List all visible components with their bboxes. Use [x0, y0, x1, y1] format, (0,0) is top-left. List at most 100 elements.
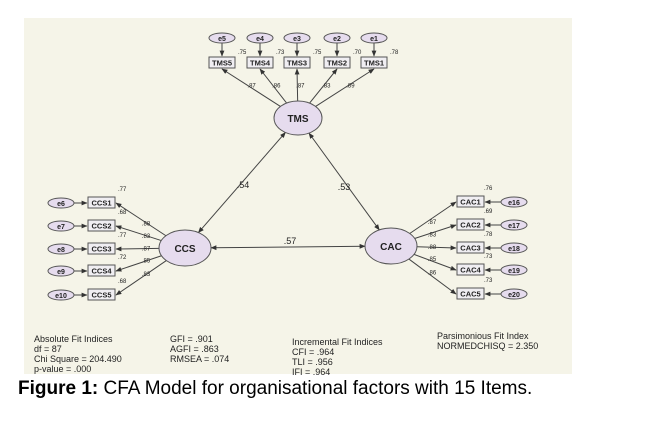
item-label-CAC5: CAC5	[460, 290, 480, 299]
r2-TMS4: .73	[276, 50, 285, 56]
item-TMS5	[208, 56, 236, 69]
load-CAC4: .85	[428, 257, 437, 263]
error-label-e17: e17	[508, 223, 520, 230]
loading-CCS-CCS3	[115, 246, 160, 252]
incremental-fit-heading: Incremental Fit Indices	[292, 337, 383, 347]
r2-CAC4: .73	[484, 254, 493, 260]
absolute-fit-indices: Absolute Fit Indices df = 87 Chi Square …	[34, 334, 122, 374]
item-CCS1	[87, 196, 116, 209]
correlation-TMS-CAC	[308, 132, 380, 231]
rmsea-value: RMSEA = .074	[170, 354, 230, 364]
loading-TMS-TMS3	[294, 68, 300, 102]
item-TMS3	[283, 56, 311, 69]
error-label-e2: e2	[333, 36, 341, 43]
loading-TMS-TMS1	[315, 68, 375, 107]
error-e10	[47, 289, 75, 301]
load-CAC5: .86	[428, 270, 437, 276]
error-e18	[500, 242, 528, 254]
loading-CCS-CCS4	[115, 255, 162, 272]
chi-square-value: Chi Square = 204.490	[34, 354, 122, 364]
cfi-value: CFI = .964	[292, 347, 335, 357]
item-CAC4	[456, 263, 485, 276]
item-label-CCS4: CCS4	[91, 267, 112, 276]
parsimonious-fit-heading: Parsimonious Fit Index	[437, 331, 529, 341]
error-label-e6: e6	[57, 201, 65, 208]
item-label-CCS1: CCS1	[91, 199, 111, 208]
r2-CCS1: .77	[118, 187, 127, 193]
loading-TMS-TMS2	[309, 68, 338, 104]
item-TMS1	[360, 56, 388, 69]
error-label-e16: e16	[508, 200, 520, 207]
error-e7	[47, 220, 75, 232]
loading-CCS-CCS1	[115, 202, 167, 237]
correlation-label-CCS-CAC: .57	[284, 236, 297, 246]
factor-label-CAC: CAC	[380, 242, 402, 253]
r2-CAC3: .78	[484, 232, 493, 238]
p-value: p-value = .000	[34, 364, 92, 374]
load-CCS2: .83	[142, 234, 151, 240]
item-TMS4	[246, 56, 274, 69]
item-CCS3	[87, 242, 116, 255]
error-e16	[500, 196, 528, 208]
error-e6	[47, 197, 75, 209]
item-CCS5	[87, 288, 116, 301]
r2-CCS5: .68	[118, 279, 127, 285]
error-label-e8: e8	[57, 247, 65, 254]
load-CAC3: .88	[428, 245, 437, 251]
error-e1	[360, 32, 388, 44]
r2-CCS3: .77	[118, 233, 127, 239]
error-e17	[500, 219, 528, 231]
item-CAC1	[456, 195, 485, 208]
item-TMS2	[323, 56, 351, 69]
other-fit-indices: GFI = .901 AGFI = .863 RMSEA = .074	[170, 334, 229, 364]
load-TMS5: .87	[247, 84, 256, 90]
error-label-e1: e1	[370, 36, 378, 43]
error-label-e5: e5	[218, 36, 226, 43]
loading-CAC-CAC5	[408, 258, 457, 295]
loading-CAC-CAC2	[414, 224, 457, 239]
r2-CCS2: .68	[118, 210, 127, 216]
item-label-CAC1: CAC1	[460, 198, 480, 207]
item-label-TMS4: TMS4	[250, 59, 271, 68]
item-label-CCS5: CCS5	[91, 291, 111, 300]
ifi-value: IFI = .964	[292, 367, 331, 377]
error-label-e20: e20	[508, 292, 520, 299]
factor-label-CCS: CCS	[174, 244, 195, 255]
item-label-TMS2: TMS2	[327, 59, 347, 68]
error-label-e9: e9	[57, 269, 65, 276]
correlation-label-TMS-CAC: .53	[338, 182, 351, 192]
r2-CCS4: .72	[118, 255, 127, 261]
gfi-value: GFI = .901	[170, 334, 213, 344]
load-CAC1: .87	[428, 220, 437, 226]
loading-CCS-CCS5	[115, 260, 167, 296]
correlation-label-TMS-CCS: .54	[237, 180, 250, 190]
error-e2	[323, 32, 351, 44]
load-CAC2: .83	[428, 232, 437, 238]
df-value: df = 87	[34, 344, 62, 354]
r2-TMS1: .78	[390, 50, 399, 56]
r2-TMS3: .75	[313, 50, 322, 56]
factor-CCS	[158, 229, 212, 267]
loading-TMS-TMS4	[259, 68, 288, 104]
error-e5	[208, 32, 236, 44]
tli-value: TLI = .956	[292, 357, 333, 367]
r2-CAC1: .76	[484, 186, 493, 192]
load-TMS1: .89	[346, 84, 355, 90]
error-e20	[500, 288, 528, 300]
item-CAC5	[456, 287, 485, 300]
normedchisq-value: NORMEDCHISQ = 2.350	[437, 341, 539, 351]
item-label-CAC3: CAC3	[460, 244, 480, 253]
loading-CAC-CAC4	[413, 253, 457, 271]
item-CCS2	[87, 219, 116, 232]
agfi-value: AGFI = .863	[170, 344, 219, 354]
load-CCS5: .83	[142, 272, 151, 278]
load-CCS3: .87	[142, 247, 151, 253]
error-label-e10: e10	[55, 293, 67, 300]
load-TMS2: .83	[322, 84, 331, 90]
error-e4	[246, 32, 274, 44]
item-label-CAC4: CAC4	[460, 266, 481, 275]
item-label-CCS2: CCS2	[91, 222, 111, 231]
item-CAC2	[456, 218, 485, 231]
load-TMS3: .87	[296, 84, 305, 90]
